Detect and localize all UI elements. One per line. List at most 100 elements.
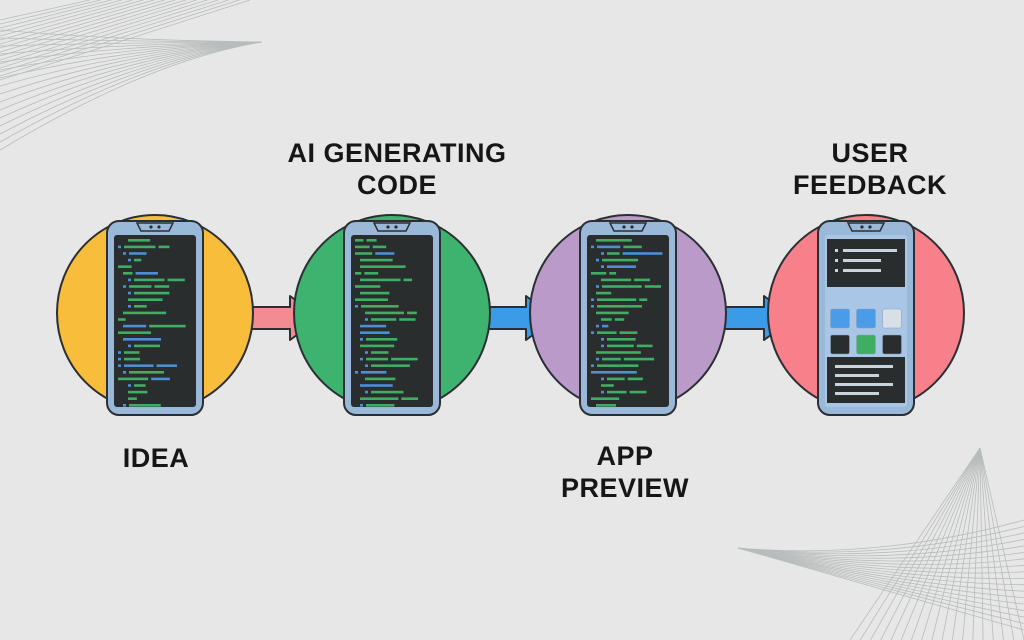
phone-notch [608, 222, 648, 232]
app-footer-line [835, 374, 879, 377]
camera-dot [149, 225, 153, 229]
code-line [360, 278, 401, 282]
code-line [355, 272, 362, 275]
code-token [128, 258, 131, 262]
app-tile [882, 308, 902, 329]
code-line [366, 239, 377, 242]
step-user-feedback [767, 214, 965, 416]
code-token [591, 364, 594, 367]
code-line [365, 377, 396, 381]
code-line [644, 285, 662, 288]
code-line [619, 331, 638, 334]
app-header [827, 239, 905, 287]
code-line [156, 364, 178, 367]
code-line [118, 318, 126, 321]
code-line [361, 371, 387, 374]
code-token [365, 351, 368, 354]
app-tile [830, 334, 850, 355]
code-token [365, 390, 368, 394]
camera-dot [622, 225, 626, 229]
code-line [607, 344, 634, 348]
code-line [607, 265, 636, 268]
code-line [597, 298, 637, 301]
phone-screen [114, 235, 196, 407]
step-ai-generating-code [293, 214, 491, 416]
code-line [596, 291, 612, 295]
app-header-dot [835, 259, 838, 262]
code-line [602, 258, 639, 262]
code-line [596, 351, 641, 354]
code-line [134, 291, 170, 295]
phone-screen [351, 235, 433, 407]
code-line [124, 245, 156, 249]
code-line [360, 258, 393, 262]
app-header-dot [835, 269, 838, 272]
code-line [129, 371, 164, 374]
code-line [371, 364, 410, 367]
code-line [134, 258, 142, 262]
phone-notch [846, 222, 886, 232]
code-token [118, 357, 121, 361]
code-line [375, 252, 395, 255]
code-line [601, 318, 612, 321]
code-token [601, 338, 604, 341]
code-token [591, 245, 594, 249]
code-line [596, 404, 616, 407]
app-tile [856, 308, 876, 329]
code-token [128, 291, 131, 295]
code-line [623, 357, 655, 361]
code-token [601, 252, 604, 255]
code-line [591, 272, 607, 275]
step-label-user-feedback: USER FEEDBACK [792, 138, 947, 200]
camera-dot [868, 225, 872, 229]
step-idea [56, 214, 254, 416]
app-footer [827, 357, 905, 403]
app-tile [882, 334, 902, 355]
code-line [634, 278, 650, 282]
code-line [366, 404, 395, 407]
code-token [355, 305, 358, 308]
code-line [591, 397, 620, 400]
code-token [596, 258, 599, 262]
code-line [154, 285, 170, 288]
app-header-line [843, 249, 897, 252]
code-token [128, 278, 131, 282]
code-line [151, 377, 170, 381]
code-line [355, 252, 373, 255]
code-line [128, 390, 148, 394]
code-token [601, 390, 604, 394]
code-line [134, 305, 147, 308]
code-line [597, 245, 621, 249]
phone-screen [587, 235, 669, 407]
code-line [597, 364, 639, 367]
code-line [360, 331, 390, 334]
code-line [360, 397, 399, 400]
app-footer-line [835, 383, 893, 386]
code-line [128, 298, 163, 301]
code-line [597, 305, 642, 308]
code-line [371, 390, 404, 394]
camera-dot [386, 225, 390, 229]
code-line [602, 285, 642, 288]
code-line [124, 364, 154, 367]
code-line [607, 377, 625, 381]
code-line [607, 338, 636, 341]
code-line [158, 245, 170, 249]
code-token [128, 384, 131, 387]
code-line [149, 324, 186, 328]
code-token [118, 364, 121, 367]
code-token [123, 404, 126, 407]
code-line [118, 377, 149, 381]
code-line [129, 285, 152, 288]
phone-notch [372, 222, 412, 232]
code-line [360, 384, 393, 387]
app-tile [830, 308, 850, 329]
code-token [365, 364, 368, 367]
code-line [135, 272, 158, 275]
camera-dot [630, 225, 634, 229]
code-line [134, 344, 160, 348]
code-token [601, 265, 604, 268]
app-header-dot [835, 249, 838, 252]
code-token [128, 344, 131, 348]
code-line [360, 344, 395, 348]
